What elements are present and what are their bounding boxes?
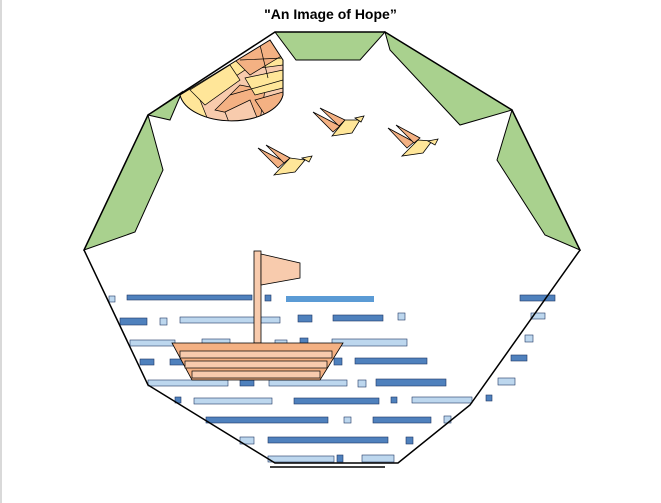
bird-right bbox=[387, 124, 439, 157]
right-green-panel bbox=[496, 108, 582, 251]
green-panels bbox=[83, 30, 582, 251]
bird-middle bbox=[312, 107, 365, 137]
boat-flag bbox=[260, 253, 301, 286]
water-strokes bbox=[108, 294, 556, 463]
left-page-border bbox=[0, 0, 2, 503]
hull-plank-3 bbox=[191, 370, 321, 379]
sailboat bbox=[171, 250, 344, 381]
sun-outline bbox=[179, 39, 284, 122]
boat-mast bbox=[253, 250, 262, 344]
artwork-title: "An Image of Hope” bbox=[264, 6, 397, 22]
bird-left bbox=[257, 144, 313, 176]
top-right-green-panel bbox=[384, 30, 514, 126]
nonagon-frame bbox=[83, 31, 581, 464]
sun bbox=[180, 40, 283, 121]
left-green-panel bbox=[83, 113, 164, 251]
hull-plank-1 bbox=[179, 350, 333, 359]
hull-plank-2 bbox=[184, 360, 328, 369]
top-green-panel bbox=[274, 31, 387, 61]
